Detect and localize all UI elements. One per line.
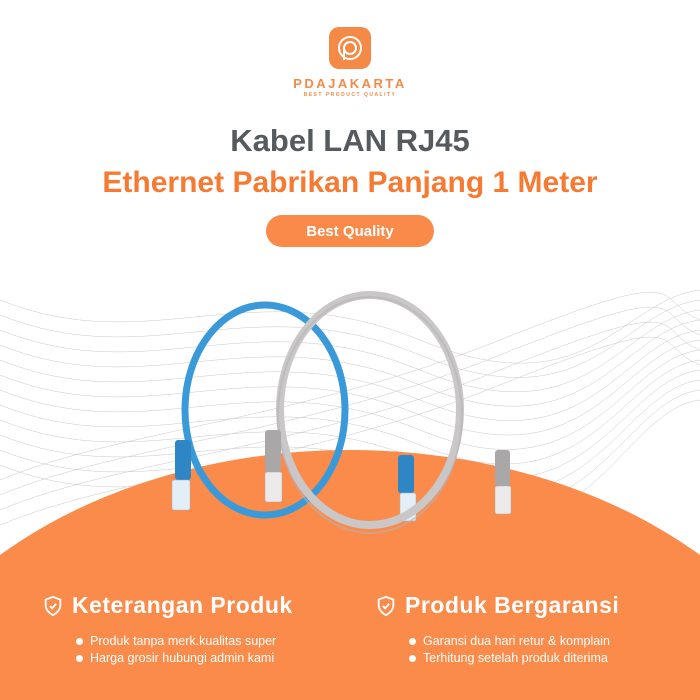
headline-primary: Kabel LAN RJ45 bbox=[230, 123, 470, 158]
best-quality-badge: Best Quality bbox=[266, 215, 434, 247]
brand-tagline: BEST PRODUCT QUALITY bbox=[303, 92, 397, 98]
feature-item: Garansi dua hari retur & komplain bbox=[408, 633, 619, 650]
feature-panel-product-info: Keterangan Produk Produk tanpa merk.kual… bbox=[42, 592, 293, 667]
feature-item: Harga grosir hubungi admin kami bbox=[76, 650, 293, 667]
ethernet-cables-image bbox=[171, 291, 512, 534]
p-circle-logo-icon bbox=[329, 27, 371, 69]
shield-check-icon bbox=[44, 595, 62, 616]
headline-secondary: Ethernet Pabrikan Panjang 1 Meter bbox=[102, 166, 598, 199]
orange-arc-background bbox=[0, 450, 700, 700]
feature-title: Produk Bergaransi bbox=[375, 592, 619, 619]
feature-list: Garansi dua hari retur & komplain Terhit… bbox=[375, 633, 619, 667]
blue-connector-boot bbox=[175, 440, 191, 480]
brand-name: PDAJAKARTA bbox=[293, 76, 407, 91]
feature-panel-warranty: Produk Bergaransi Garansi dua hari retur… bbox=[375, 592, 619, 667]
feature-item: Produk tanpa merk.kualitas super bbox=[76, 633, 293, 650]
shield-check-icon bbox=[377, 595, 395, 616]
feature-list: Produk tanpa merk.kualitas super Harga g… bbox=[42, 633, 293, 667]
feature-title: Keterangan Produk bbox=[42, 592, 293, 619]
feature-item: Terhitung setelah produk diterima bbox=[408, 650, 619, 667]
